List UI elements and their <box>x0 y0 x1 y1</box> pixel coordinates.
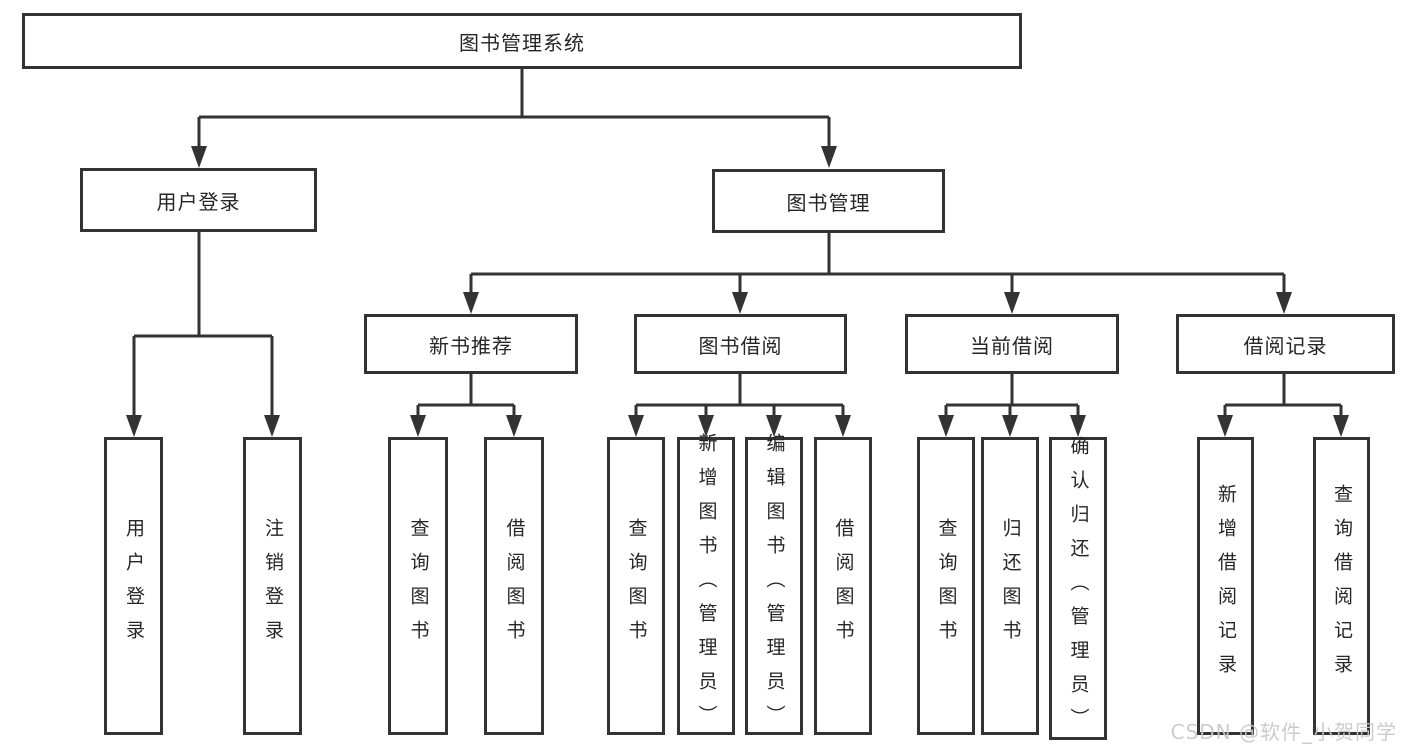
leaf-br-add-record: 新增借阅记录 <box>1197 437 1254 735</box>
arrowhead <box>1217 415 1233 437</box>
leaf-nb-query-books: 查询图书 <box>388 437 448 735</box>
leaf-logout: 注销登录 <box>243 437 302 735</box>
arrowhead <box>835 415 851 437</box>
node-label: 图书管理 <box>786 190 871 215</box>
leaf-bb-borrow-books: 借阅图书 <box>814 437 872 735</box>
node-label: 用户登录 <box>156 189 241 214</box>
arrowhead <box>506 415 522 437</box>
node-label: 当前借阅 <box>970 333 1054 358</box>
node-label: 图书借阅 <box>698 333 783 358</box>
arrowhead <box>1070 415 1086 437</box>
leaf-bb-edit-books-admin: 编辑图书（管理员） <box>745 433 803 739</box>
arrowhead <box>1276 292 1292 314</box>
node-label: 借阅记录 <box>1243 333 1328 358</box>
arrowhead <box>191 146 207 168</box>
arrowhead <box>410 415 426 437</box>
node-label: 图书管理系统 <box>459 30 585 55</box>
watermark-text: CSDN @软件_小贺同学 <box>1170 720 1397 744</box>
arrowhead <box>766 415 782 437</box>
arrowhead <box>1002 415 1018 437</box>
node-label: 查询图书 <box>935 518 958 654</box>
arrowhead <box>732 292 748 314</box>
node-label: 查询图书 <box>625 518 648 654</box>
node-label: 新书推荐 <box>429 333 513 358</box>
node-label: 查询借阅记录 <box>1331 484 1353 688</box>
arrowhead <box>821 146 837 168</box>
leaf-cb-query-books: 查询图书 <box>917 437 975 735</box>
leaf-cb-return-books: 归还图书 <box>981 437 1039 735</box>
node-label: 借阅图书 <box>503 518 526 654</box>
node-borrow-records: 借阅记录 <box>1176 314 1395 374</box>
node-new-book-recommend: 新书推荐 <box>364 314 578 374</box>
node-book-borrow: 图书借阅 <box>634 314 847 374</box>
node-label: 确认归还（管理员） <box>1067 435 1090 742</box>
arrowhead <box>264 415 280 437</box>
arrowhead <box>1333 415 1349 437</box>
node-book-management: 图书管理 <box>712 169 945 233</box>
arrowhead <box>463 292 479 314</box>
arrowhead <box>1004 292 1020 314</box>
node-current-borrow: 当前借阅 <box>905 314 1119 374</box>
node-label: 注销登录 <box>262 518 284 654</box>
leaf-br-query-record: 查询借阅记录 <box>1313 437 1370 735</box>
node-label: 新增借阅记录 <box>1215 484 1237 688</box>
arrowhead <box>698 415 714 437</box>
node-user-login: 用户登录 <box>80 168 317 232</box>
node-label: 归还图书 <box>999 518 1022 654</box>
node-label: 查询图书 <box>407 518 430 654</box>
node-label: 新增图书（管理员） <box>695 433 718 739</box>
leaf-nb-borrow-books: 借阅图书 <box>484 437 544 735</box>
node-label: 编辑图书（管理员） <box>763 433 786 739</box>
node-root: 图书管理系统 <box>22 13 1022 69</box>
arrowhead <box>938 415 954 437</box>
node-label: 借阅图书 <box>832 518 855 654</box>
leaf-bb-add-books-admin: 新增图书（管理员） <box>677 433 735 739</box>
arrowhead <box>126 415 142 437</box>
node-label: 用户登录 <box>123 518 145 654</box>
leaf-user-login: 用户登录 <box>104 437 163 735</box>
leaf-cb-confirm-return-admin: 确认归还（管理员） <box>1049 435 1107 742</box>
arrowhead <box>628 415 644 437</box>
leaf-bb-query-books: 查询图书 <box>607 437 665 735</box>
